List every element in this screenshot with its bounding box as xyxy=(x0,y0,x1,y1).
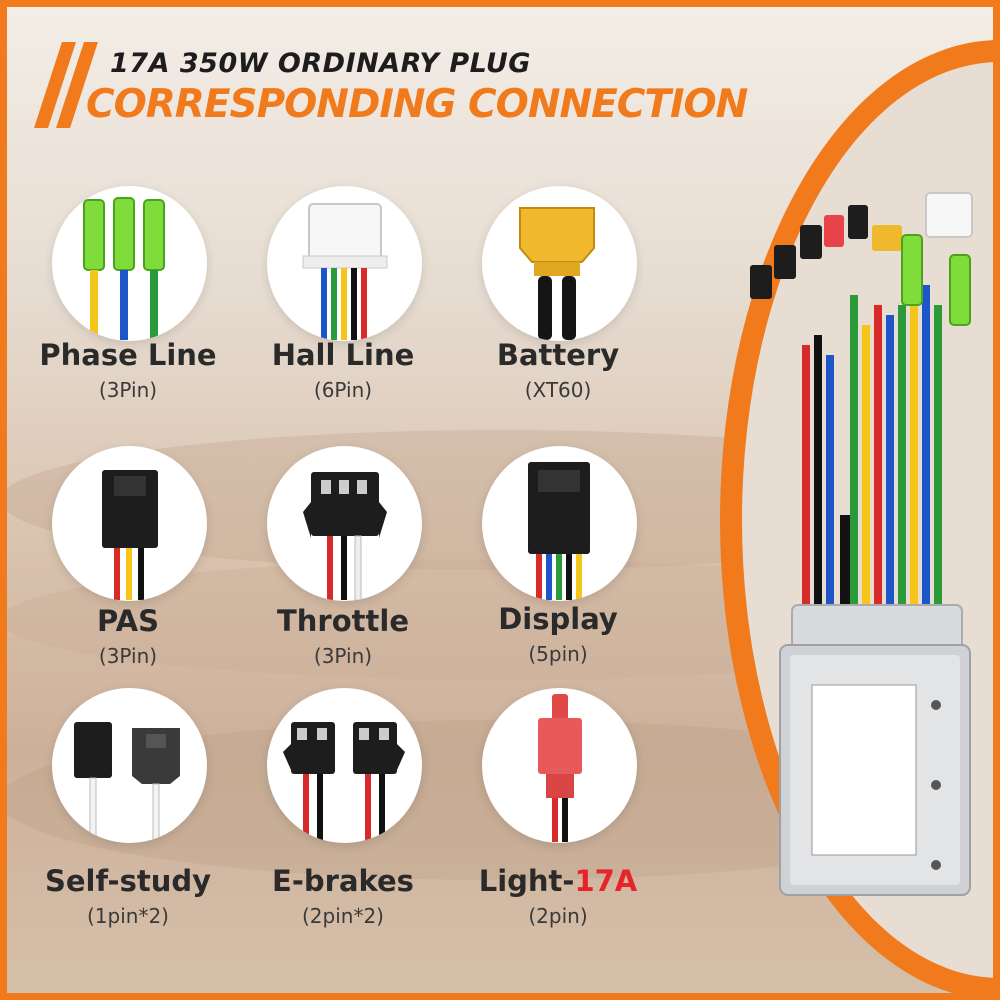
self-study-connector-image xyxy=(52,688,207,843)
throttle-connector-image xyxy=(267,446,422,601)
connector-name: Display xyxy=(498,602,618,636)
header-subtitle: CORRESPONDING CONNECTION xyxy=(86,82,748,127)
connector-spec: (3Pin) xyxy=(98,378,158,402)
connector-spec: (5pin) xyxy=(528,642,588,666)
connector-throttle: Throttle (3Pin) xyxy=(243,446,443,691)
connector-hall-line: Hall Line (6Pin) xyxy=(243,186,443,431)
light-connector-image xyxy=(482,688,637,843)
connector-name: Throttle xyxy=(277,604,409,638)
connector-display: Display (5pin) xyxy=(458,446,658,691)
connector-spec: (XT60) xyxy=(524,378,592,402)
connector-pas: PAS (3Pin) xyxy=(28,446,228,691)
connector-spec: (3Pin) xyxy=(313,644,373,668)
display-connector-image xyxy=(482,446,637,601)
connector-name: Phase Line xyxy=(39,338,217,372)
e-brakes-connector-image xyxy=(267,688,422,843)
header-title: 17A 350W ORDINARY PLUG xyxy=(110,48,531,79)
connector-e-brakes: E-brakes (2pin*2) xyxy=(243,688,443,933)
pas-connector-image xyxy=(52,446,207,601)
connector-battery: Battery (XT60) xyxy=(458,186,658,431)
connector-spec: (2pin*2) xyxy=(302,904,384,928)
connector-phase-line: Phase Line (3Pin) xyxy=(28,186,228,431)
connector-name: E-brakes xyxy=(272,864,414,898)
battery-connector-image xyxy=(482,186,637,341)
connector-light: Light-17A (2pin) xyxy=(458,688,658,933)
connector-name: Light-17A xyxy=(438,864,678,898)
hall-line-connector-image xyxy=(267,186,422,341)
connector-name: Hall Line xyxy=(271,338,415,372)
header: 17A 350W ORDINARY PLUG CORRESPONDING CON… xyxy=(34,38,748,133)
connector-spec: (6Pin) xyxy=(313,378,373,402)
connector-spec: (3Pin) xyxy=(98,644,158,668)
connector-self-study: Self-study (1pin*2) xyxy=(28,688,228,933)
connector-name: Self-study xyxy=(44,864,212,898)
light-label: Light- xyxy=(478,864,575,898)
phase-line-connector-image xyxy=(52,186,207,341)
connector-name: PAS xyxy=(97,604,159,638)
connector-spec: (1pin*2) xyxy=(87,904,169,928)
light-current-rating: 17A xyxy=(574,864,638,898)
controller-product-image xyxy=(730,185,990,905)
connector-name: Battery xyxy=(496,338,620,372)
connector-spec: (2pin) xyxy=(528,904,588,928)
